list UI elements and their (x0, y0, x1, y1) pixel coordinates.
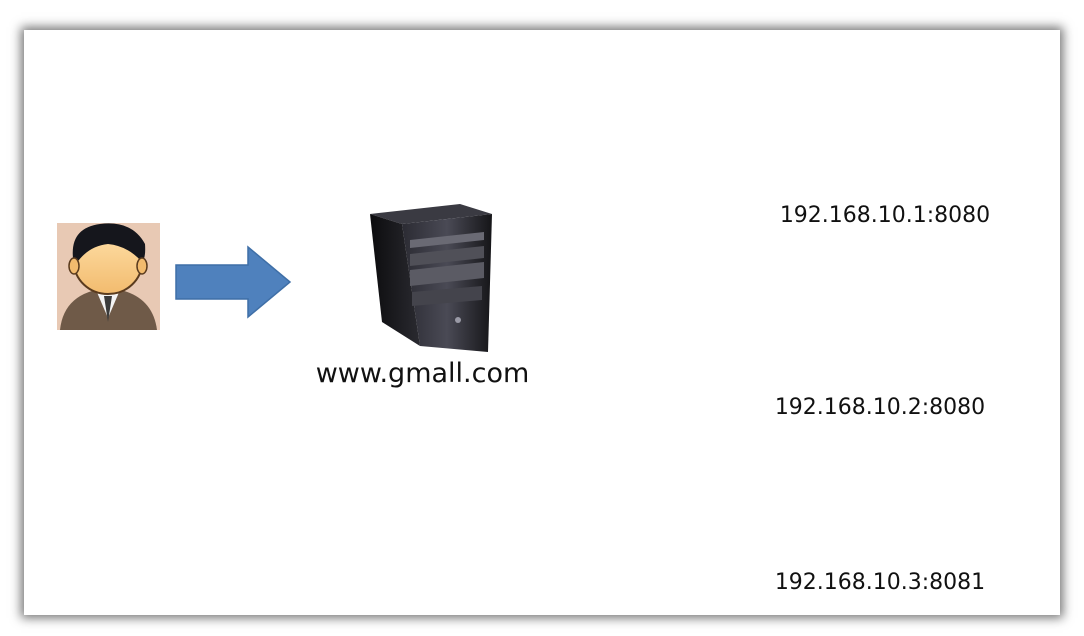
server-label-1: 192.168.10.1:8080 (779, 203, 991, 228)
server-tower-icon (370, 204, 492, 352)
server-label-3: 192.168.10.3:8081 (774, 570, 986, 595)
diagram-frame (24, 30, 1060, 615)
proxy-label: www.gmall.com (315, 358, 530, 389)
arrow-user-to-proxy (175, 245, 292, 319)
user-avatar-icon (57, 223, 160, 330)
server-label-2: 192.168.10.2:8080 (774, 395, 986, 420)
